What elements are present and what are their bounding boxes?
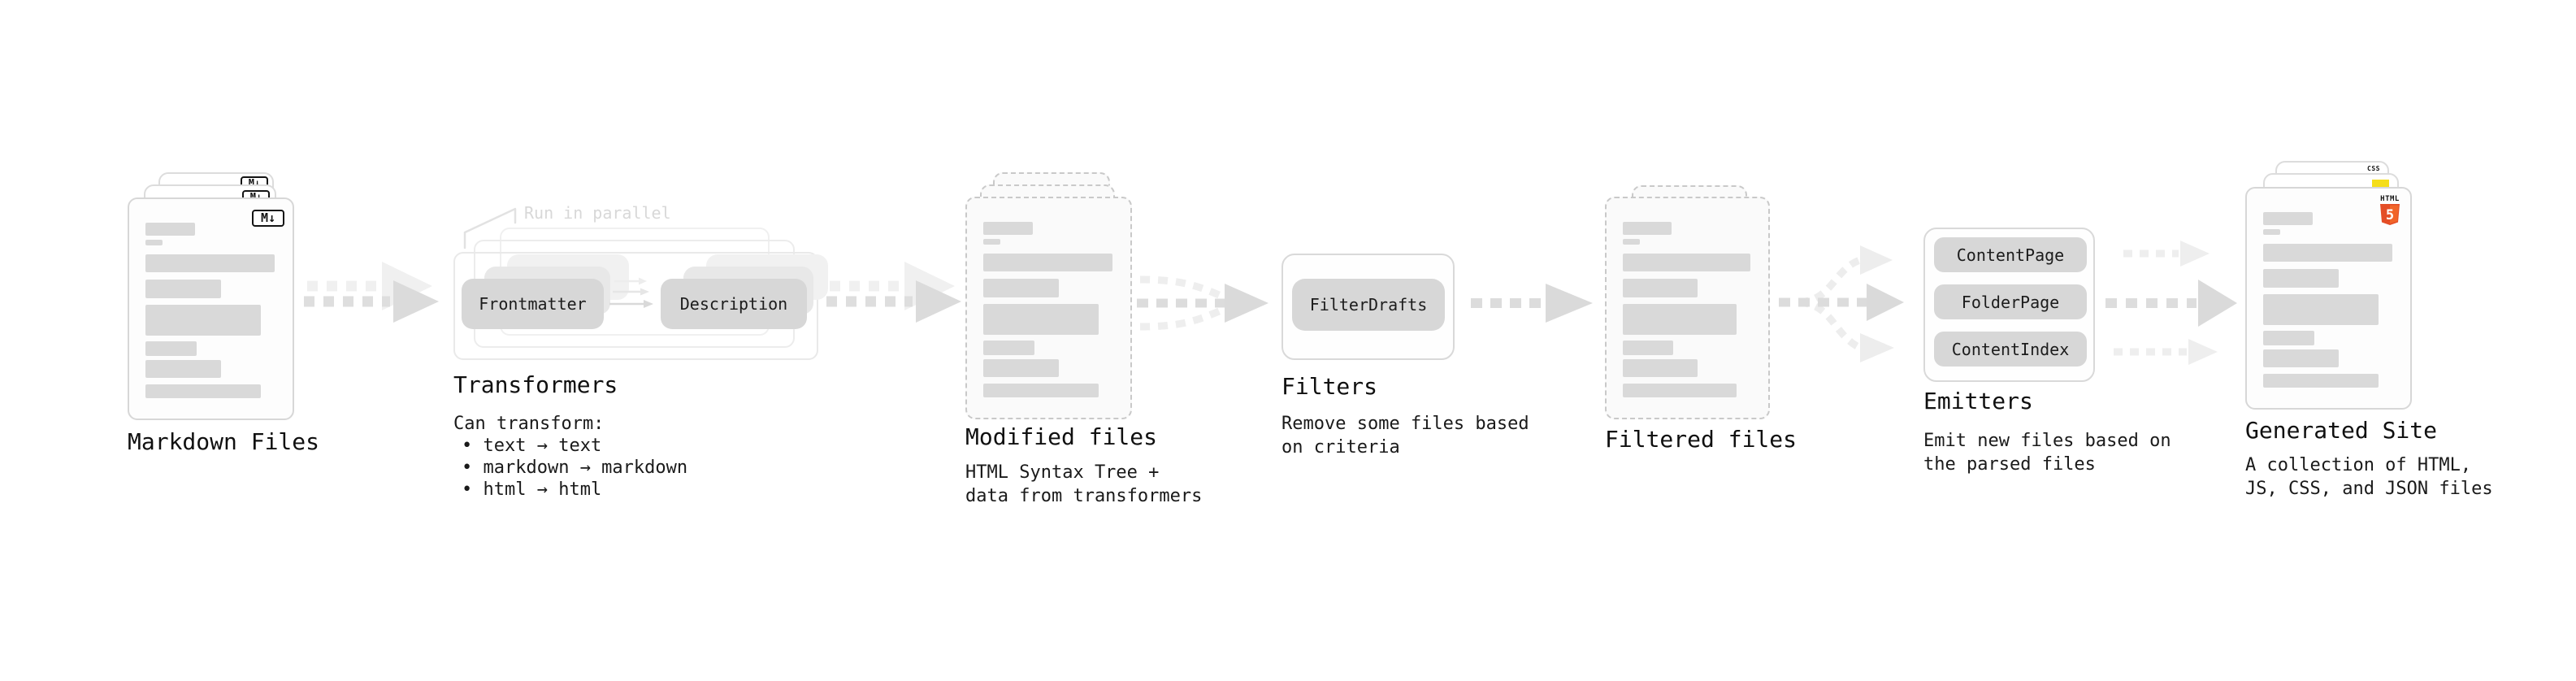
annotation-leader-line — [463, 207, 517, 249]
skeleton-line — [1623, 340, 1673, 355]
skeleton-line — [1623, 239, 1640, 245]
markdown-icon: M↓ — [252, 210, 284, 227]
contentpage-chip: ContentPage — [1934, 237, 2087, 272]
stage-desc-generated-site: A collection of HTML, JS, CSS, and JSON … — [2245, 453, 2493, 501]
skeleton-line — [1623, 359, 1698, 377]
stage-desc-emitters: Emit new files based on the parsed files — [1923, 429, 2171, 476]
svg-text:5: 5 — [2386, 207, 2394, 223]
stage-title-transformers: Transformers — [453, 371, 618, 398]
transformer-layer-front — [453, 252, 818, 360]
stage-desc-transformers: Can transform: • text → text • markdown … — [453, 413, 687, 501]
stage-title-modified-files: Modified files — [965, 423, 1158, 450]
doc-skeleton — [1607, 198, 1768, 397]
skeleton-line — [145, 360, 222, 378]
skeleton-line — [983, 304, 1099, 335]
parallel-arrows-icon — [609, 277, 653, 308]
skeleton-line — [983, 340, 1034, 355]
skeleton-line — [145, 280, 222, 298]
stage-title-markdown-files: Markdown Files — [128, 428, 320, 455]
skeleton-line — [145, 254, 275, 272]
flow-arrow-modified-to-filters — [1137, 275, 1268, 331]
skeleton-line — [2263, 212, 2314, 225]
desc-line: A collection of HTML, — [2245, 455, 2472, 475]
flow-arrow-filtered-to-emitters — [1779, 245, 1904, 362]
skeleton-line — [983, 254, 1113, 271]
desc-line: the parsed files — [1923, 454, 2096, 475]
folderpage-chip: FolderPage — [1934, 284, 2087, 319]
skeleton-line — [145, 305, 261, 336]
skeleton-line — [145, 341, 197, 356]
flow-arrow-filters-to-filtered — [1471, 284, 1593, 323]
skeleton-line — [2263, 331, 2314, 345]
site-file-card-front: HTML 5 — [2245, 187, 2412, 410]
desc-line: data from transformers — [965, 486, 1203, 506]
desc-line: • text → text — [462, 436, 602, 456]
skeleton-line — [1623, 304, 1737, 335]
skeleton-line — [983, 384, 1099, 397]
skeleton-line — [145, 223, 196, 236]
skeleton-line — [2263, 244, 2393, 262]
desc-line: on criteria — [1281, 437, 1400, 458]
filterdrafts-chip: FilterDrafts — [1292, 279, 1445, 331]
frontmatter-chip: Frontmatter — [462, 279, 604, 329]
skeleton-line — [145, 240, 163, 245]
flow-arrow-emitters-to-site — [2105, 241, 2237, 365]
skeleton-line — [2263, 374, 2379, 388]
desc-line: • markdown → markdown — [462, 458, 688, 478]
contentindex-chip: ContentIndex — [1934, 332, 2087, 367]
doc-skeleton — [2247, 189, 2410, 388]
skeleton-line — [2263, 349, 2340, 367]
html5-icon: HTML 5 — [2380, 195, 2400, 225]
stage-title-filters: Filters — [1281, 373, 1378, 400]
desc-line: Can transform: — [453, 414, 605, 434]
stage-title-filtered-files: Filtered files — [1605, 426, 1798, 453]
stage-title-generated-site: Generated Site — [2245, 417, 2438, 444]
skeleton-line — [983, 239, 1000, 245]
doc-skeleton — [967, 198, 1130, 397]
skeleton-line — [2263, 229, 2280, 235]
description-chip: Description — [661, 279, 807, 329]
desc-line: Remove some files based — [1281, 414, 1529, 434]
stage-desc-filters: Remove some files based on criteria — [1281, 412, 1529, 459]
skeleton-line — [1623, 279, 1698, 297]
skeleton-line — [145, 384, 261, 398]
stage-desc-modified-files: HTML Syntax Tree + data from transformer… — [965, 461, 1202, 508]
svg-text:HTML: HTML — [2380, 195, 2400, 203]
skeleton-line — [2263, 294, 2379, 325]
filtered-file-card-front — [1605, 197, 1770, 419]
skeleton-line — [2263, 269, 2340, 288]
skeleton-line — [983, 279, 1060, 297]
doc-skeleton — [129, 199, 293, 398]
run-in-parallel-annotation: Run in parallel — [524, 203, 671, 223]
skeleton-line — [983, 222, 1034, 235]
flow-arrow-files-to-transformers — [304, 262, 439, 323]
flow-arrow-transformers-to-modified — [826, 262, 961, 323]
stage-title-emitters: Emitters — [1923, 388, 2033, 414]
skeleton-line — [1623, 254, 1751, 271]
css-label: CSS — [2367, 165, 2380, 172]
skeleton-line — [983, 359, 1060, 377]
desc-line: JS, CSS, and JSON files — [2245, 479, 2493, 499]
markdown-file-card-front: M↓ — [128, 197, 294, 420]
desc-line: • html → html — [462, 479, 602, 500]
skeleton-line — [1623, 222, 1672, 235]
desc-line: HTML Syntax Tree + — [965, 462, 1160, 483]
skeleton-line — [1623, 384, 1737, 397]
modified-file-card-front — [965, 197, 1132, 419]
desc-line: Emit new files based on — [1923, 431, 2171, 451]
